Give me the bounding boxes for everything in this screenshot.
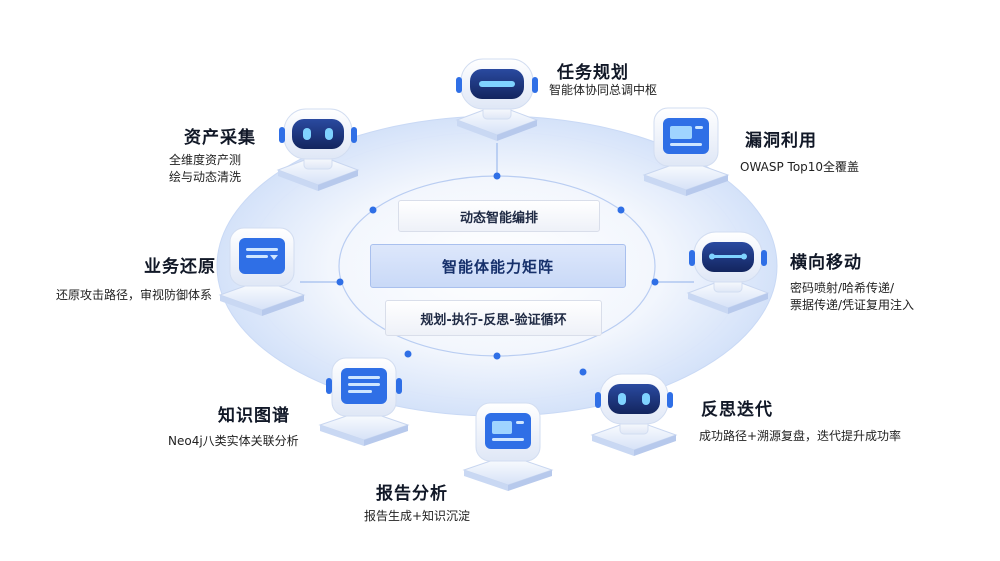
node-title-knowledge-graph: 知识图谱 — [218, 406, 290, 426]
node-desc-business-restore: 还原攻击路径，审视防御体系 — [56, 288, 213, 302]
node-title-vuln-exploit: 漏洞利用 — [745, 131, 817, 151]
robot-eyes-icon — [590, 373, 678, 456]
node-title-task-planning: 任务规划 — [557, 63, 629, 83]
node-title-report-analysis: 报告分析 — [376, 484, 448, 504]
node-desc-reflect-iterate: 成功路径+溯源复盘，迭代提升成功率 — [699, 429, 902, 443]
node-desc-report-analysis: 报告生成+知识沉淀 — [364, 509, 471, 523]
robot-screen-icon — [642, 107, 730, 196]
node-desc-task-planning: 智能体协同总调中枢 — [549, 83, 658, 97]
robot-visor-icon — [455, 58, 539, 141]
robot-doc-icon — [318, 357, 410, 446]
node-title-reflect-iterate: 反思迭代 — [701, 400, 773, 420]
robot-screen-icon — [218, 227, 306, 316]
node-desc-lateral-move-2: 票据传递/凭证复用注入 — [790, 298, 915, 312]
node-title-business-restore: 业务还原 — [144, 257, 216, 277]
loop-box: 规划-执行-反思-验证循环 — [385, 300, 602, 336]
connectors — [300, 143, 694, 283]
dynamic-orchestration-box: 动态智能编排 — [398, 200, 600, 232]
robot-screen-icon — [462, 402, 554, 491]
node-desc-asset-collection-1: 全维度资产测 — [169, 153, 242, 167]
ability-matrix-box: 智能体能力矩阵 — [370, 244, 626, 288]
node-desc-vuln-exploit: OWASP Top10全覆盖 — [740, 160, 860, 174]
ring-nodes — [336, 172, 659, 376]
robot-visor-icon — [686, 231, 770, 314]
node-desc-asset-collection-2: 绘与动态清洗 — [169, 170, 242, 184]
node-desc-lateral-move-1: 密码喷射/哈希传递/ — [790, 281, 895, 295]
node-title-lateral-move: 横向移动 — [790, 253, 862, 273]
node-desc-knowledge-graph: Neo4j八类实体关联分析 — [168, 434, 299, 448]
robot-eyes-icon — [276, 108, 360, 191]
node-title-asset-collection: 资产采集 — [184, 128, 256, 148]
